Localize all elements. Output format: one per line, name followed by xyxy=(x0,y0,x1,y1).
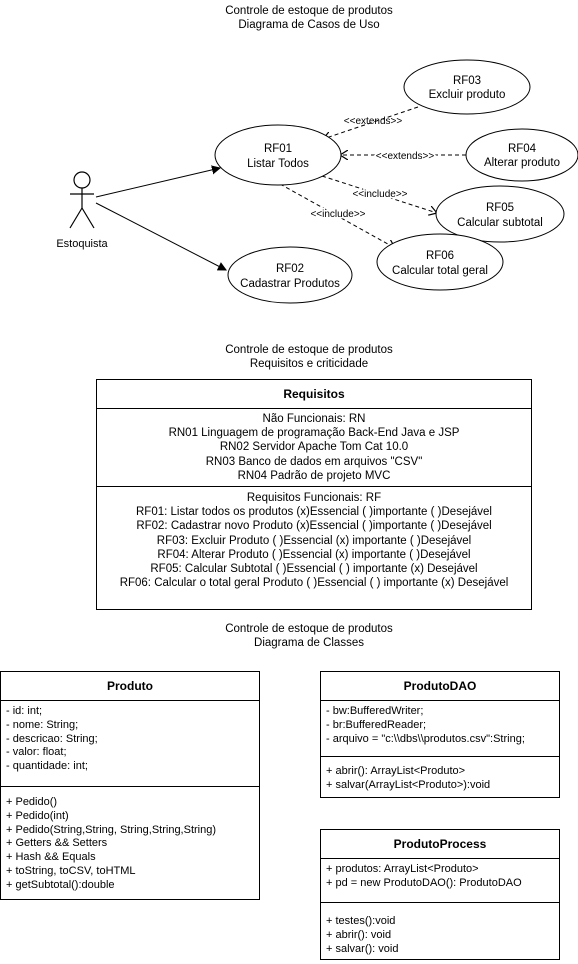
association-rf02 xyxy=(95,202,226,270)
relation-rf03-rf01 xyxy=(323,106,419,139)
rf-line: RF02: Cadastrar novo Produto (x)Essencia… xyxy=(136,520,492,533)
relation-rf06-label: <<include>> xyxy=(310,209,365,220)
method: + Getters && Setters xyxy=(6,837,108,850)
usecase-rf03: RF03 Excluir produto xyxy=(403,59,531,115)
rf-line: RF03: Excluir Produto ( )Essencial (x) i… xyxy=(156,534,472,547)
attribute: - br:BufferedReader; xyxy=(326,718,427,731)
rf-line: RF05: Calcular Subtotal ( )Essencial ( )… xyxy=(150,563,478,576)
requirements-box: Requisitos Não Funcionais: RN RN01 Lingu… xyxy=(96,379,532,610)
nf-line: RN02 Servidor Apache Tom Cat 10.0 xyxy=(219,441,409,454)
rf-line: Requisitos Funcionais: RF xyxy=(246,492,382,504)
usecase-rf03-name: Excluir produto xyxy=(429,89,506,101)
relation-rf01-rf06 xyxy=(279,183,395,248)
usecase-rf01-name: Listar Todos xyxy=(247,158,309,170)
requirements-title: Controle de estoque de produtos Requisit… xyxy=(189,343,429,371)
usecase-title: Controle de estoque de produtos Diagrama… xyxy=(189,4,429,32)
method: + abrir(): ArrayList<Produto> xyxy=(326,765,466,777)
classes-title-line-2: Diagrama de Classes xyxy=(254,637,364,649)
method: + getSubtotal():double xyxy=(6,878,115,891)
relation-rf05-label: <<include>> xyxy=(352,189,407,200)
functional-section: Requisitos Funcionais: RF RF01: Listar t… xyxy=(97,487,531,590)
usecase-rf02: RF02 Cadastrar Produtos xyxy=(227,246,353,304)
usecase-title-line-2: Diagrama de Casos de Uso xyxy=(238,19,380,31)
usecase-rf04-name: Alterar produto xyxy=(484,157,560,169)
usecase-rf03-code: RF03 xyxy=(453,75,481,87)
class-produtodao-name: ProdutoDAO xyxy=(321,672,559,701)
class-produto: Produto - id: int; - nome: String; - des… xyxy=(0,671,260,900)
method: + Pedido() xyxy=(6,796,58,808)
relation-rf03-label: <<extends>> xyxy=(344,116,403,127)
usecase-rf05-code: RF05 xyxy=(486,202,514,214)
usecase-rf06: RF06 Calcular total geral xyxy=(376,233,504,291)
classes-title: Controle de estoque de produtos Diagrama… xyxy=(189,622,429,650)
class-produtoprocess-attributes: + produtos: ArrayList<Produto> + pd = ne… xyxy=(321,859,559,903)
class-produtoprocess: ProdutoProcess + produtos: ArrayList<Pro… xyxy=(320,829,560,960)
method: + Pedido(String,String, String,String,St… xyxy=(6,823,217,836)
usecase-rf04: RF04 Alterar produto xyxy=(465,128,578,182)
attribute: - nome: String; xyxy=(6,718,79,731)
attribute: - descricao: String; xyxy=(6,732,98,745)
method: + abrir(): void xyxy=(326,928,392,941)
usecase-rf02-code: RF02 xyxy=(276,263,304,275)
rf-line: RF04: Alterar Produto ( )Essencial (x) i… xyxy=(157,548,471,561)
attribute: - arquivo = "c:\\dbs\\produtos.csv":Stri… xyxy=(326,732,525,745)
class-produto-attributes: - id: int; - nome: String; - descricao: … xyxy=(1,701,259,787)
method: + salvar(ArrayList<Produto>):void xyxy=(326,778,491,791)
method: + salvar(): void xyxy=(326,942,399,955)
nf-line: Não Funcionais: RN xyxy=(262,413,366,425)
usecase-rf01-code: RF01 xyxy=(264,143,292,155)
attribute: - quantidade: int; xyxy=(6,760,88,773)
actor-figure xyxy=(69,171,95,229)
attribute: - id: int; xyxy=(6,705,43,717)
requirements-title-line-1: Controle de estoque de produtos xyxy=(225,344,393,356)
usecase-rf02-name: Cadastrar Produtos xyxy=(240,278,340,290)
usecase-rf04-code: RF04 xyxy=(508,143,537,155)
class-produtoprocess-methods: + testes():void + abrir(): void + salvar… xyxy=(321,903,559,960)
class-produtodao-attributes: - bw:BufferedWriter; - br:BufferedReader… xyxy=(321,701,559,757)
classes-title-line-1: Controle de estoque de produtos xyxy=(225,623,393,635)
attribute: + produtos: ArrayList<Produto> xyxy=(326,863,479,875)
requirements-title-line-2: Requisitos e criticidade xyxy=(249,358,369,370)
nf-line: RN01 Linguagem de programação Back-End J… xyxy=(168,427,460,440)
class-produtodao: ProdutoDAO - bw:BufferedWriter; - br:Buf… xyxy=(320,671,560,798)
attribute: - bw:BufferedWriter; xyxy=(326,705,424,717)
rf-line: RF06: Calcular o total geral Produto ( )… xyxy=(119,577,509,590)
relation-rf01-rf05 xyxy=(321,175,437,213)
attribute: + pd = new ProdutoDAO(): ProdutoDAO xyxy=(326,876,522,889)
usecase-rf06-name: Calcular total geral xyxy=(392,265,488,277)
actor-label: Estoquista xyxy=(56,238,108,250)
rf-line: RF01: Listar todos os produtos (x)Essenc… xyxy=(135,506,492,519)
nf-line: RN04 Padrão de projeto MVC xyxy=(237,469,391,482)
method: + testes():void xyxy=(326,915,396,927)
usecase-rf06-code: RF06 xyxy=(426,250,454,262)
association-rf01 xyxy=(95,168,220,198)
method: + Hash && Equals xyxy=(6,851,96,864)
usecase-diagram: Estoquista <<extends>> <<extends>> <<inc… xyxy=(56,59,578,304)
method: + Pedido(int) xyxy=(6,809,69,822)
usecase-title-line-1: Controle de estoque de produtos xyxy=(225,5,393,17)
attribute: - valor: float; xyxy=(6,746,67,759)
requirements-header: Requisitos xyxy=(97,380,531,409)
usecase-rf05: RF05 Calcular subtotal xyxy=(435,185,565,243)
class-produtodao-methods: + abrir(): ArrayList<Produto> + salvar(A… xyxy=(321,757,559,797)
method: + toString, toCSV, toHTML xyxy=(6,864,136,877)
relation-rf04-label: <<extends>> xyxy=(376,151,435,162)
class-produto-name: Produto xyxy=(1,672,259,701)
usecase-rf01: RF01 Listar Todos xyxy=(214,124,342,186)
class-produto-methods: + Pedido() + Pedido(int) + Pedido(String… xyxy=(1,787,259,897)
non-functional-section: Não Funcionais: RN RN01 Linguagem de pro… xyxy=(97,409,531,487)
nf-line: RN03 Banco de dados em arquivos "CSV" xyxy=(205,455,423,468)
usecase-rf05-name: Calcular subtotal xyxy=(457,217,543,229)
class-produtoprocess-name: ProdutoProcess xyxy=(321,830,559,859)
